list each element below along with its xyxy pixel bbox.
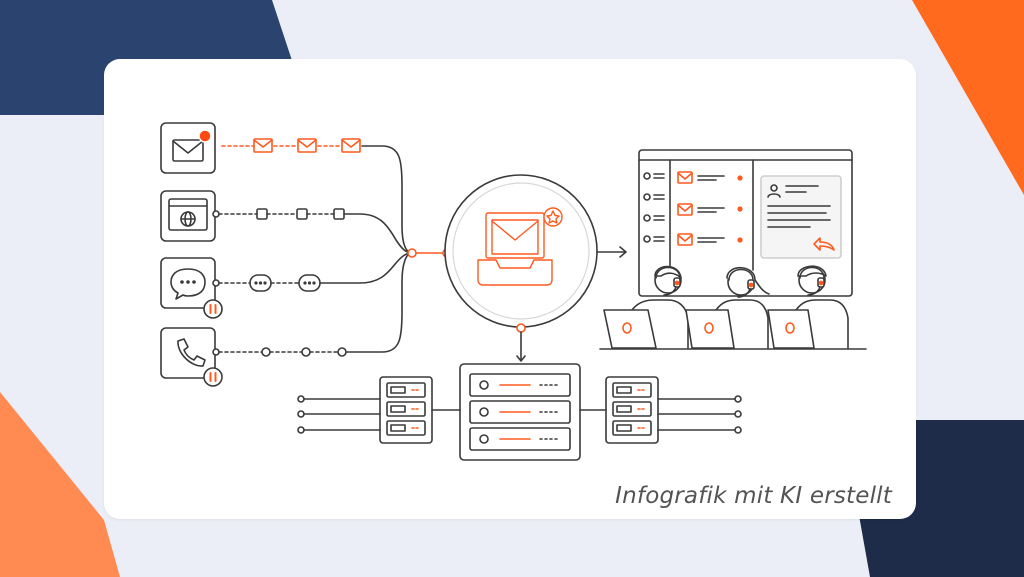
web-flow [212,208,345,220]
dashboard-mail-rows [677,171,743,246]
phone-flow [212,347,347,357]
phone-channel [160,327,223,387]
hub-to-agents-arrow [596,246,627,258]
envelope-icon [172,139,204,162]
reply-icon [813,237,835,251]
email-channel [160,122,216,174]
chat-channel [160,257,223,319]
web-connector [343,213,413,254]
pause-badge [203,367,223,387]
phone-connector [345,252,413,353]
left-server-rack [297,376,461,444]
chat-flow [212,274,321,292]
headset-agent-icon [685,266,770,349]
central-hub [444,174,598,362]
dashboard-detail-panel [760,175,842,259]
dashboard-screen [638,149,853,297]
notification-dot [198,129,212,143]
headset-agent-icon [767,265,849,349]
email-connector [361,145,413,254]
server-rack-icon [469,373,571,451]
chat-connector [319,252,413,284]
web-channel [160,190,216,242]
inbox-with-star-icon [477,207,563,286]
right-server-rack [579,376,742,444]
globe-browser-icon [168,198,208,231]
agents-desk [599,265,867,350]
dashboard-list [643,172,665,243]
caption-text: Infografik mit KI erstellt [615,483,892,509]
orange-shape-top-right [912,0,1024,195]
central-server-rack [459,363,581,461]
headset-agent-icon [603,265,689,349]
speech-bubble-icon [170,268,206,300]
orange-shape-bottom-left [0,392,120,577]
phone-icon [177,338,206,367]
pause-badge [203,299,223,319]
email-flow [221,138,361,153]
